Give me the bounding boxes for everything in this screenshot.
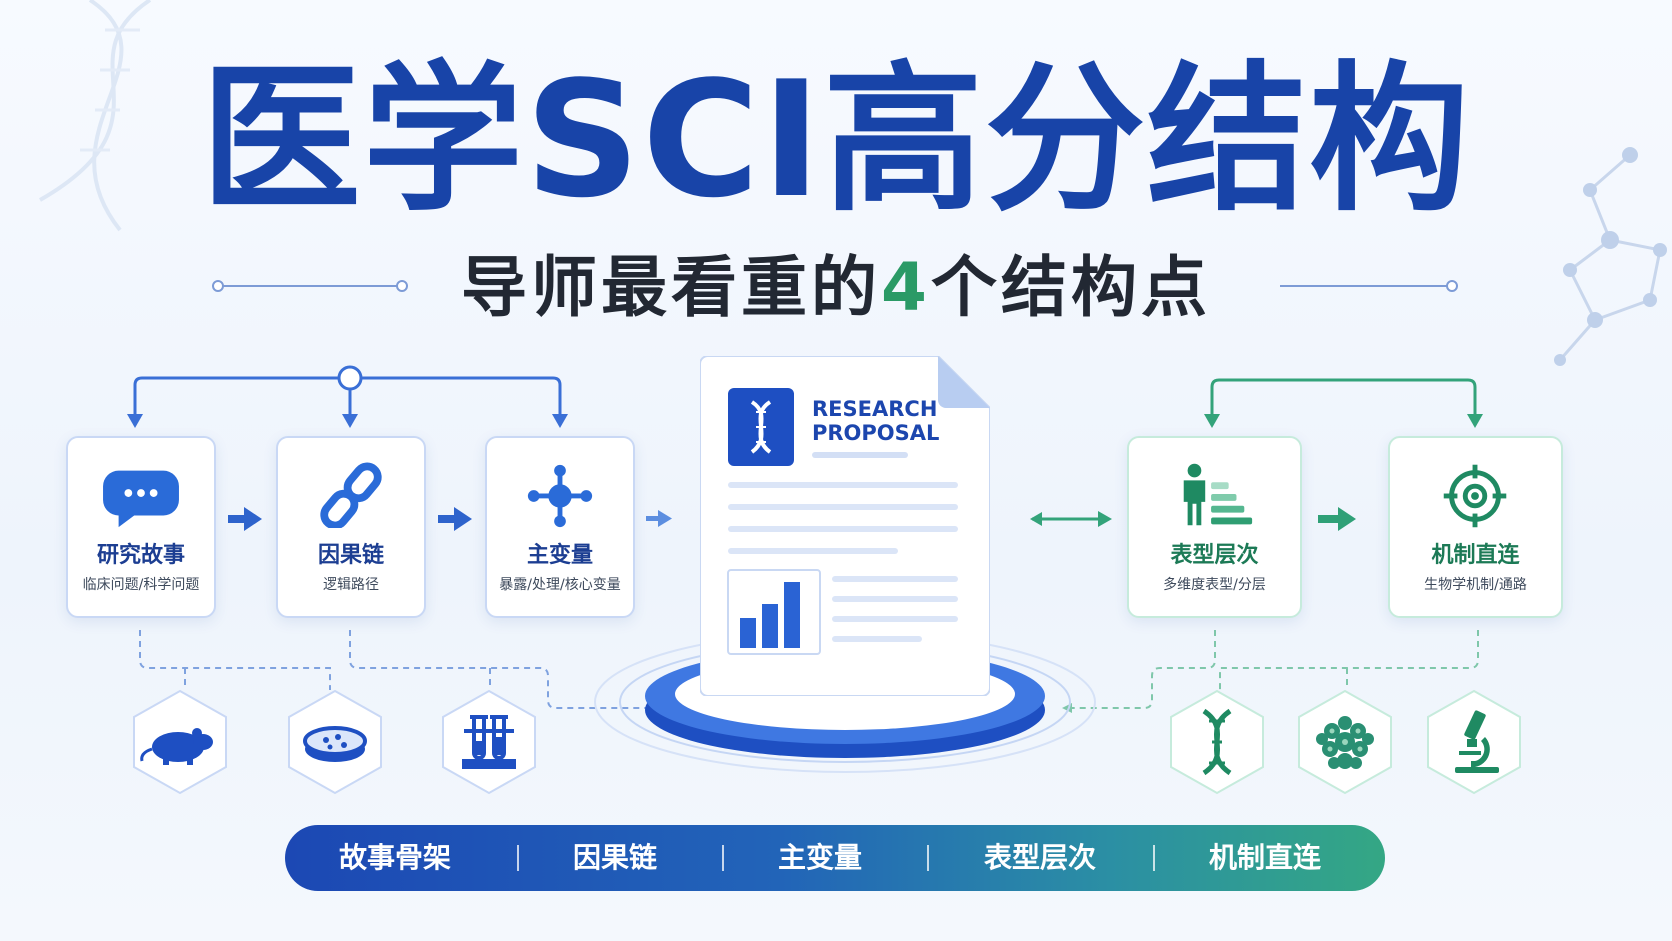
hex-dna bbox=[1170, 689, 1264, 795]
subtitle-left-line bbox=[212, 280, 408, 292]
document-title-line2: PROPOSAL bbox=[812, 421, 940, 445]
hex-petri-dish bbox=[288, 689, 382, 795]
chat-bubble-icon bbox=[103, 470, 179, 528]
card-title: 机制直连 bbox=[1431, 543, 1520, 568]
subtitle-right-line bbox=[1280, 280, 1458, 292]
card-mechanism-link: 机制直连 生物学机制/通路 bbox=[1388, 436, 1563, 618]
person-layers-icon bbox=[1183, 463, 1253, 526]
bar-item-phenotype-levels: 表型层次 bbox=[983, 841, 1096, 874]
card-description: 多维度表型/分层 bbox=[1163, 577, 1266, 593]
bar-separator bbox=[722, 845, 724, 871]
petri-dish-icon bbox=[303, 726, 367, 762]
target-icon bbox=[1443, 464, 1507, 528]
hex-test-tubes bbox=[442, 689, 536, 795]
card-description: 暴露/处理/核心变量 bbox=[499, 577, 621, 593]
card-title: 因果链 bbox=[317, 543, 384, 568]
subtitle-suffix: 个结构点 bbox=[930, 249, 1211, 326]
card-research-story: 研究故事 临床问题/科学问题 bbox=[66, 436, 216, 618]
research-proposal-document bbox=[700, 356, 990, 696]
document-title-line1: RESEARCH bbox=[812, 397, 938, 421]
bottom-summary-bar: 故事骨架 因果链 主变量 表型层次 机制直连 bbox=[285, 825, 1385, 891]
test-tubes-icon bbox=[462, 715, 516, 769]
molecule-decoration bbox=[1554, 147, 1667, 366]
page-title: 医学SCI高分结构 bbox=[200, 46, 1472, 233]
subtitle-prefix: 导师最看重的 bbox=[461, 249, 882, 326]
hex-cell-cluster bbox=[1298, 689, 1392, 795]
bar-item-main-variable: 主变量 bbox=[777, 841, 862, 874]
mouse-icon bbox=[140, 728, 213, 765]
chain-link-icon bbox=[320, 462, 382, 528]
bar-separator bbox=[1153, 845, 1155, 871]
bar-item-story-skeleton: 故事骨架 bbox=[338, 841, 451, 874]
card-phenotype-levels: 表型层次 多维度表型/分层 bbox=[1127, 436, 1302, 618]
dna-decoration bbox=[39, 0, 152, 232]
hex-mouse bbox=[133, 689, 227, 795]
microscope-icon bbox=[1455, 710, 1499, 773]
subtitle-number: 4 bbox=[881, 249, 931, 326]
card-description: 临床问题/科学问题 bbox=[82, 577, 200, 593]
card-description: 生物学机制/通路 bbox=[1424, 577, 1527, 593]
bar-separator bbox=[927, 845, 929, 871]
bar-item-mechanism-link: 机制直连 bbox=[1208, 841, 1321, 874]
card-title: 主变量 bbox=[526, 543, 593, 568]
card-description: 逻辑路径 bbox=[323, 577, 379, 593]
network-node-icon bbox=[527, 464, 593, 528]
card-causal-chain: 因果链 逻辑路径 bbox=[276, 436, 426, 618]
bar-item-causal-chain: 因果链 bbox=[572, 841, 657, 874]
subtitle: 导师最看重的4个结构点 bbox=[0, 248, 1672, 328]
card-main-variable: 主变量 暴露/处理/核心变量 bbox=[485, 436, 635, 618]
card-title: 表型层次 bbox=[1170, 543, 1259, 568]
card-title: 研究故事 bbox=[96, 543, 185, 568]
hex-microscope bbox=[1427, 689, 1521, 795]
bar-separator bbox=[517, 845, 519, 871]
